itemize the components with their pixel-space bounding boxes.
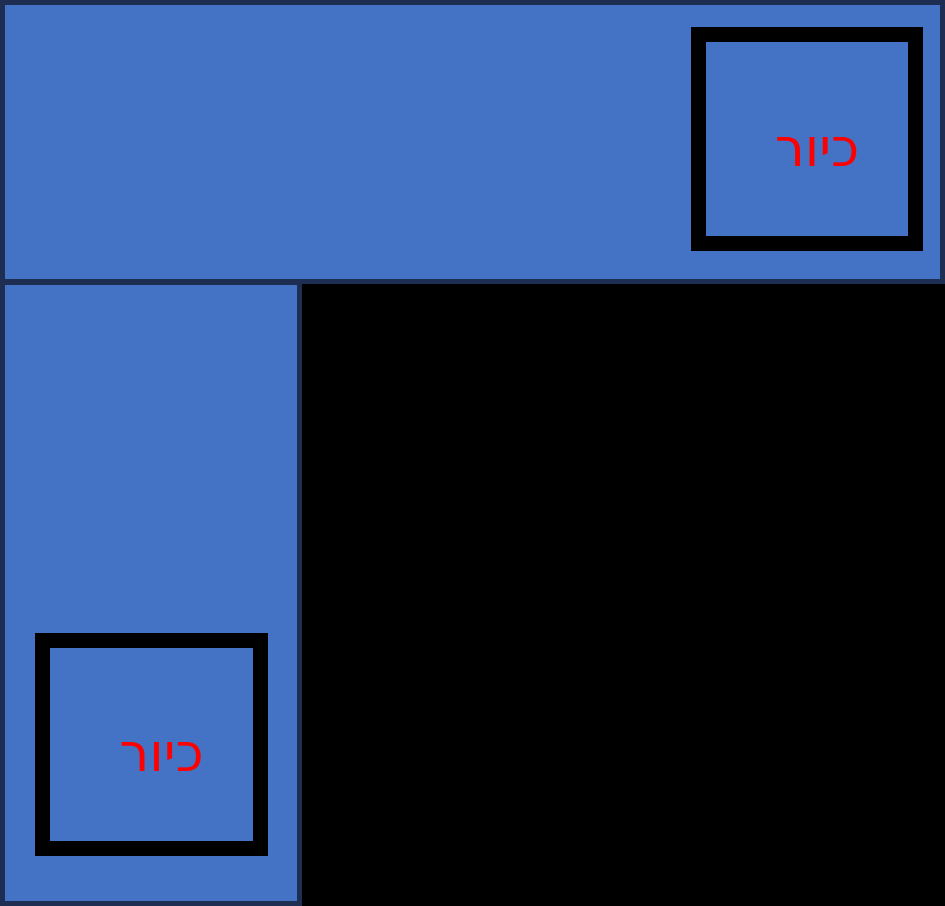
sink-bottom-left-shape: כיור xyxy=(35,633,268,856)
sink-bottom-left-label: כיור xyxy=(119,723,204,784)
sink-top-right-label: כיור xyxy=(774,117,860,179)
sink-top-right-shape: כיור xyxy=(691,27,923,251)
